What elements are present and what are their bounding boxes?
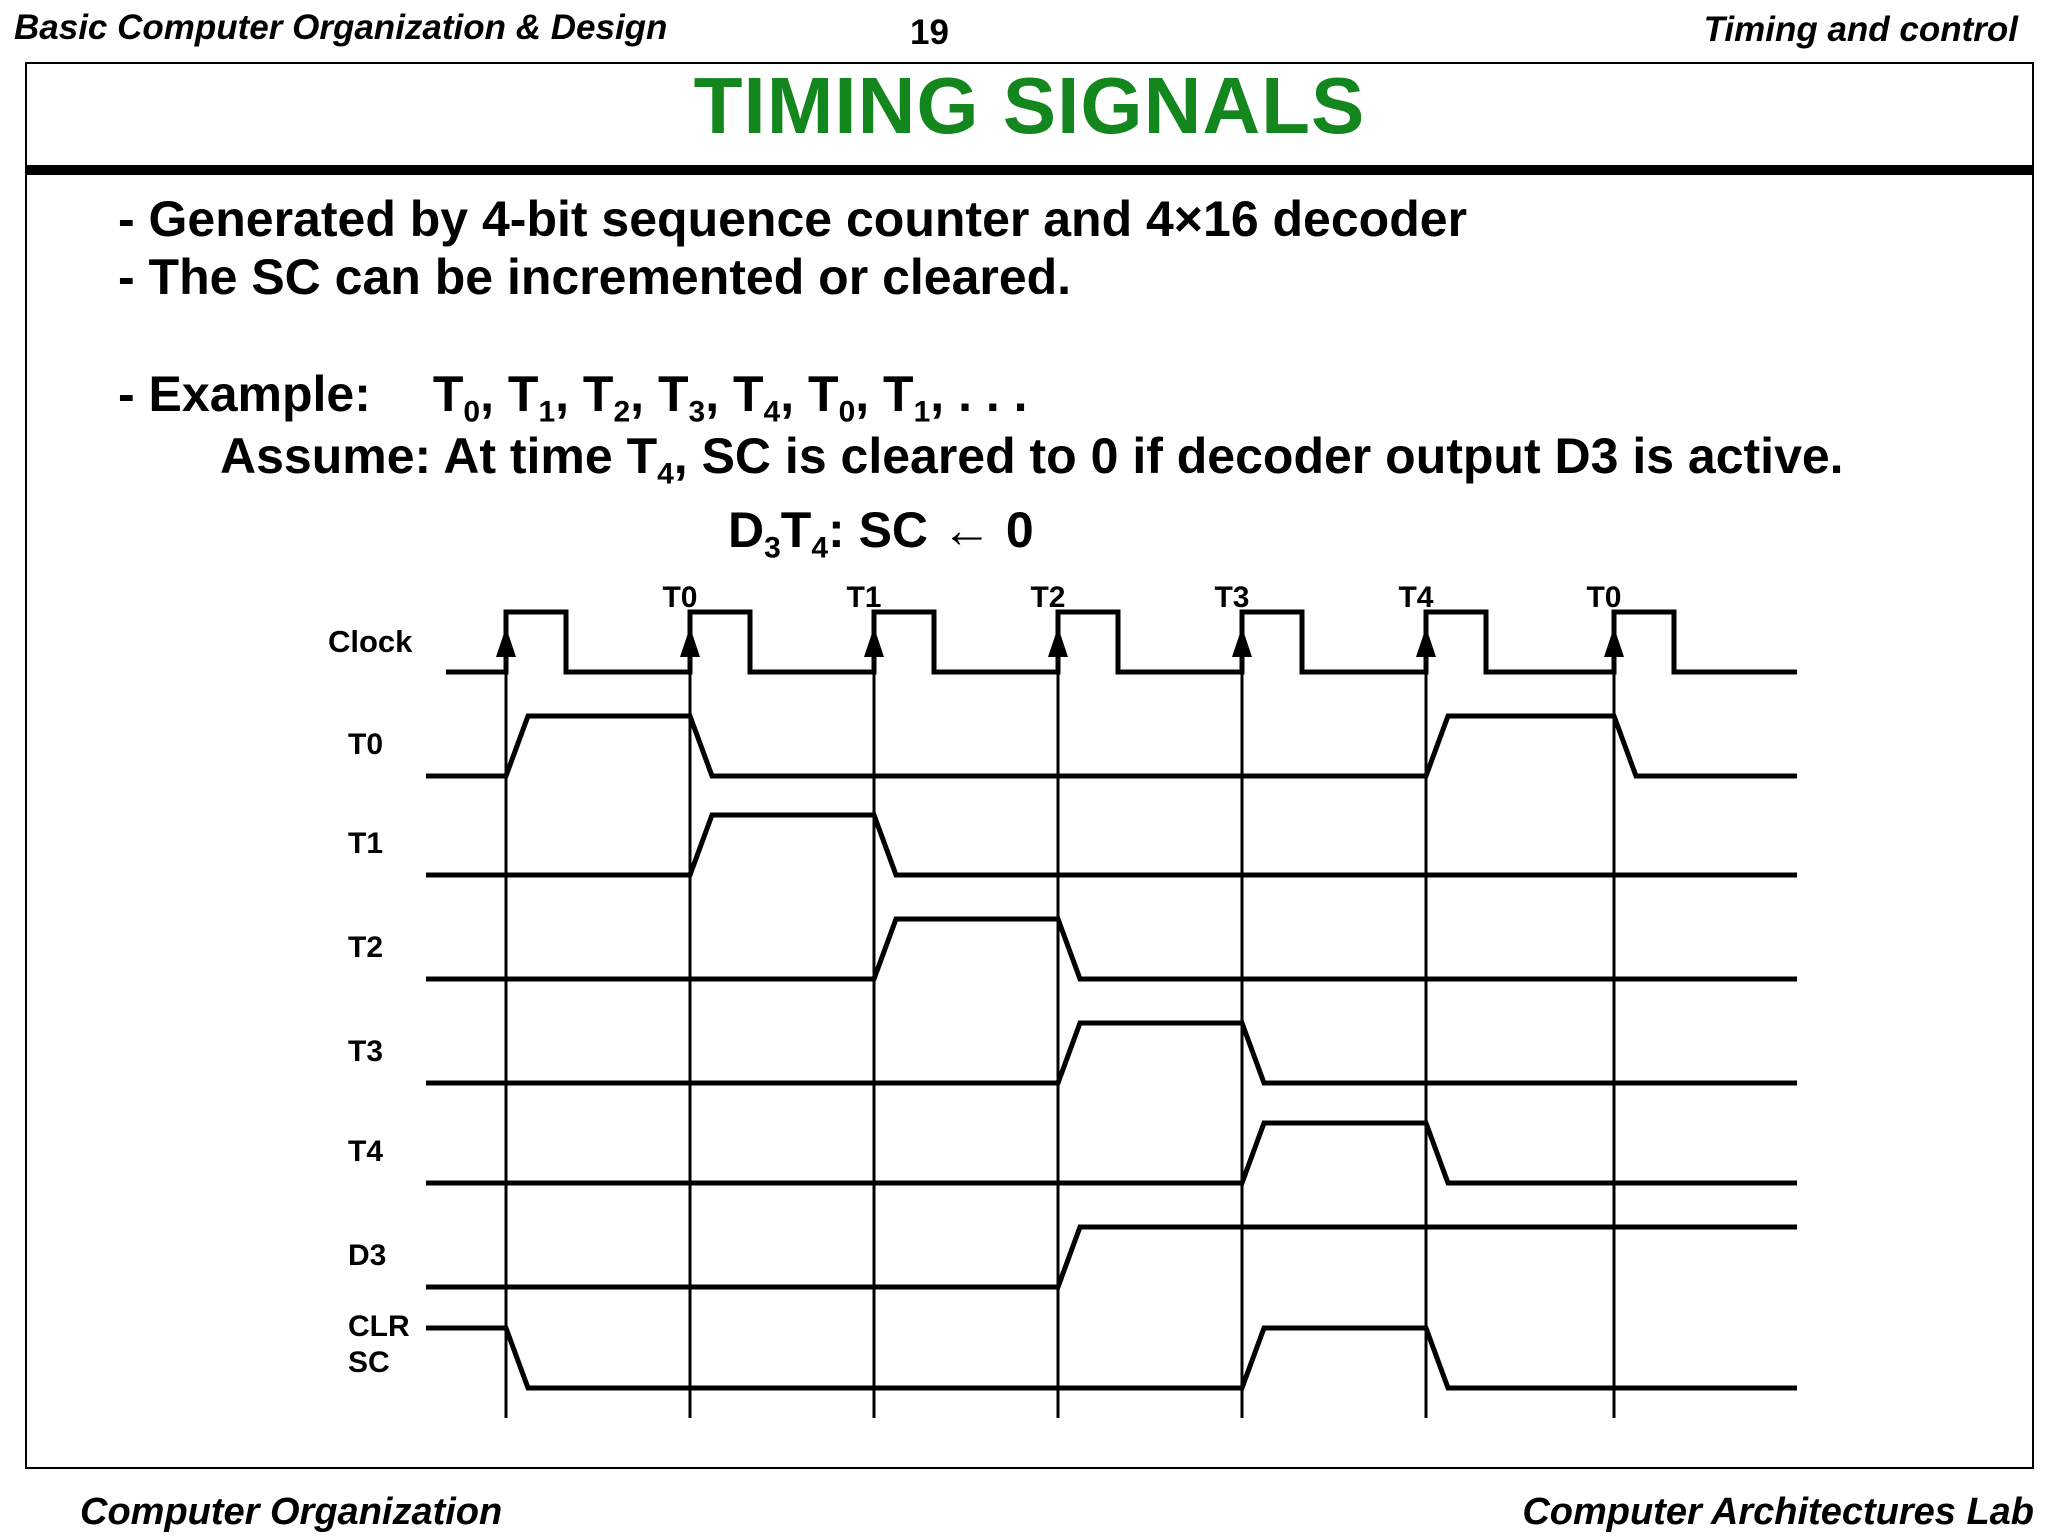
clock-edge-arrow: [1416, 627, 1436, 657]
rule-t-subscript: 4: [811, 531, 829, 565]
clock-edge-arrow: [1048, 627, 1068, 657]
clock-label: Clock: [328, 624, 413, 659]
example-term: T3: [657, 366, 706, 429]
assume-subscript: 4: [657, 457, 674, 491]
micro-operation-rule: D3T4: SC ← 0: [728, 502, 1034, 563]
example-term: T1: [507, 366, 556, 429]
signal-label: CLR: [348, 1310, 410, 1343]
clock-edge-arrow: [1232, 627, 1252, 657]
assume-statement: Assume: At time T4, SC is cleared to 0 i…: [220, 428, 1844, 489]
clock-edge-label: T0: [662, 581, 697, 614]
bullet-sc-cleared: - The SC can be incremented or cleared.: [118, 249, 1072, 305]
footer-course: Computer Organization: [80, 1491, 503, 1533]
slide-frame: [25, 62, 2034, 1469]
clock-edge-label: T4: [1398, 581, 1433, 614]
rule-d: D: [728, 502, 765, 558]
assume-suffix: , SC is cleared to 0 if decoder output D…: [673, 428, 1844, 484]
signal-label: T2: [348, 931, 383, 964]
clock-edge-label: T2: [1030, 581, 1065, 614]
signal-label: SC: [348, 1346, 390, 1379]
clock-edge-label: T1: [846, 581, 881, 614]
clock-edge-arrow: [496, 627, 516, 657]
example-sequence: T0, T1, T2, T3, T4, T0, T1,: [432, 366, 959, 429]
example-tail: . . .: [958, 366, 1028, 422]
signal-waveform: [426, 916, 1797, 982]
clock-edge-arrow: [1604, 627, 1624, 657]
assume-prefix: Assume: At time T: [220, 428, 658, 484]
signal-waveform: [426, 1224, 1797, 1290]
signal-label: T4: [348, 1135, 383, 1168]
signal-label: D3: [348, 1239, 386, 1272]
rule-t: T: [780, 502, 812, 558]
signal-waveform: [426, 1120, 1797, 1186]
clock-edge-label: T0: [1586, 581, 1621, 614]
example-term: T4: [732, 366, 781, 429]
footer-lab: Computer Architectures Lab: [1522, 1491, 2034, 1533]
signal-label: T3: [348, 1035, 383, 1068]
signal-waveform: [426, 812, 1797, 878]
signal-waveform: [426, 1020, 1797, 1086]
clock-edge-arrow: [864, 627, 884, 657]
section-title: Timing and control: [1703, 10, 2018, 49]
slide-title: TIMING SIGNALS: [693, 61, 1366, 150]
signal-label: T1: [348, 827, 383, 860]
clock-edge-arrow: [680, 627, 700, 657]
rule-suffix: : SC ← 0: [828, 502, 1034, 558]
example-label: - Example:: [118, 366, 371, 422]
signal-label: T0: [348, 728, 383, 761]
signal-waveform: [426, 1325, 1797, 1391]
course-title: Basic Computer Organization & Design: [14, 8, 668, 47]
example-term: T0: [432, 366, 481, 429]
clock-edge-label: T3: [1214, 581, 1249, 614]
page-number: 19: [910, 13, 949, 52]
example-term: T0: [808, 366, 856, 429]
signal-waveform: [426, 713, 1797, 779]
bullet-generated-by: - Generated by 4-bit sequence counter an…: [118, 191, 1468, 247]
title-divider: [25, 165, 2034, 175]
clock-waveform: [446, 609, 1797, 675]
bullet-example: - Example: T0, T1, T2, T3, T4, T0, T1, . …: [118, 366, 1028, 429]
example-term: T2: [582, 366, 631, 429]
example-term: T1: [883, 366, 931, 429]
rule-d-subscript: 3: [764, 531, 781, 565]
